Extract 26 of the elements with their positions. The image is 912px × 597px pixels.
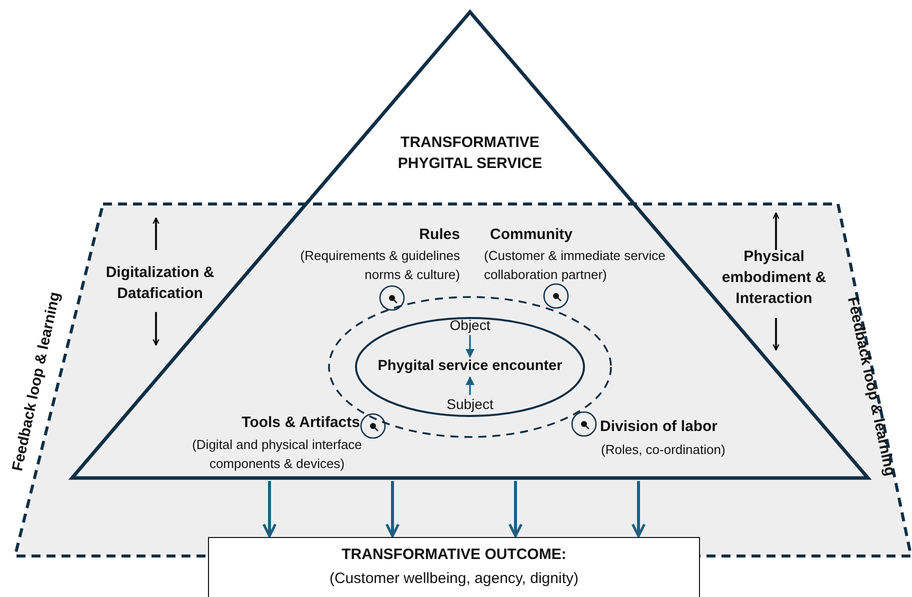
node-text: Subject bbox=[444, 396, 496, 413]
center-title: Phygital service encounter bbox=[372, 358, 568, 376]
rotated-caption: Feedback loop & learning bbox=[844, 295, 899, 478]
arrow bbox=[508, 481, 523, 538]
element-heading: Community bbox=[490, 225, 574, 245]
element-description: (Customer & immediate service collaboration partner) bbox=[484, 247, 666, 284]
element-heading: Rules bbox=[418, 225, 460, 245]
rotated-caption: Feedback loop & learning bbox=[8, 290, 64, 473]
element-heading: Division of labor bbox=[600, 417, 719, 437]
node-text: Object bbox=[447, 317, 493, 334]
element-heading: Tools & Artifacts bbox=[240, 413, 360, 433]
side-label: Digitalization & Datafication bbox=[104, 263, 216, 304]
element-description: (Roles, co-ordination) bbox=[601, 441, 726, 459]
ellipse bbox=[355, 317, 585, 417]
box-title: TRANSFORMATIVE OUTCOME: bbox=[340, 546, 568, 563]
arrow bbox=[466, 335, 474, 358]
box-subtitle: (Customer wellbeing, agency, dignity) bbox=[328, 570, 580, 587]
arrow bbox=[262, 481, 277, 538]
arrow bbox=[385, 481, 400, 538]
side-label: Physical embodiment & Interaction bbox=[720, 247, 828, 309]
element-description: (Requirements & guidelines norms & culture) bbox=[299, 247, 460, 284]
element-description: (Digital and physical interface components & devices) bbox=[191, 436, 363, 473]
triangle-title: TRANSFORMATIVE PHYGITAL SERVICE bbox=[396, 133, 544, 174]
arrow bbox=[466, 376, 474, 395]
outcome-box bbox=[208, 537, 700, 597]
arrow bbox=[631, 481, 646, 538]
